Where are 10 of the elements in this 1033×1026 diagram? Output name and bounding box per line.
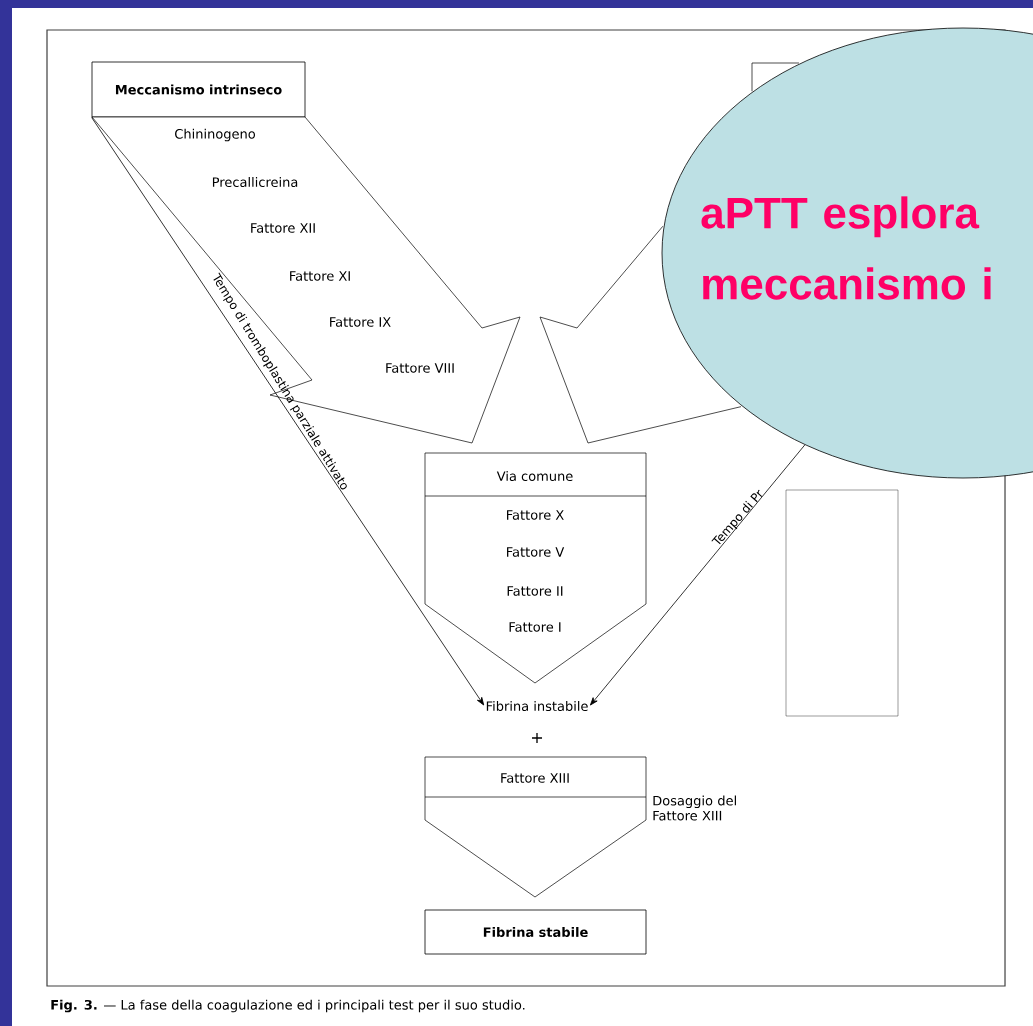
pentagon-box: Via comune Fattore X Fattore V Fattore II Fattore I [424, 452, 647, 684]
pentagon-box: Fattore XIII Dosaggio del Fattore XIII [424, 756, 736, 898]
node-label: Dosaggio del Fattore XIII [653, 795, 736, 821]
figure-caption: Fig. 3. — La fase della coagulazione ed i principali test per il suo studio. [51, 999, 525, 1013]
empty-box [785, 489, 899, 717]
header-box: Meccanismo intrinseco [91, 61, 306, 118]
arrow [590, 444, 806, 706]
arrow [91, 117, 485, 706]
node-text: Fibrina instabile [486, 701, 588, 712]
result-box: Fibrina stabile [424, 909, 647, 955]
